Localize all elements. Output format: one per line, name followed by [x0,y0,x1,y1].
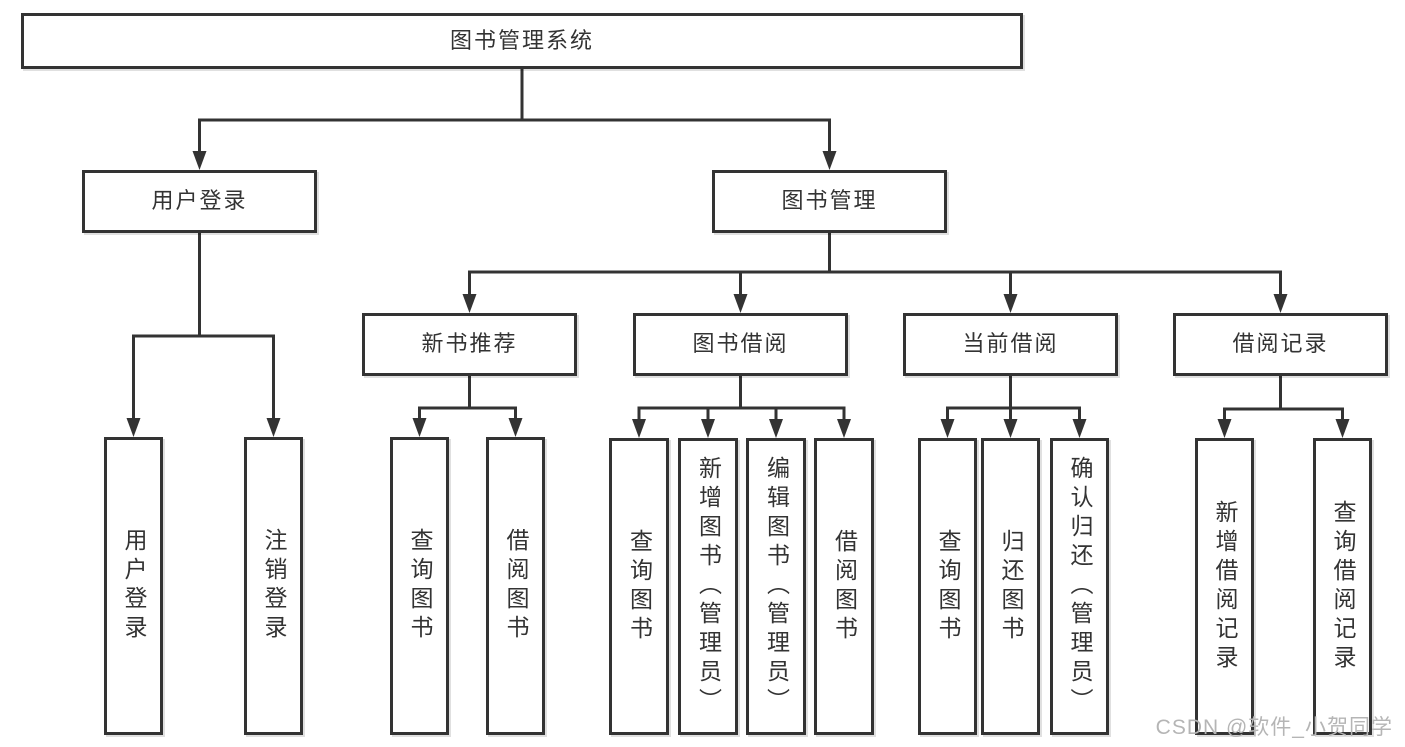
leaf-recommend-query-books-label: 查询图书 [407,528,433,644]
node-root: 图书管理系统 [21,13,1023,69]
node-current-borrow: 当前借阅 [903,313,1118,376]
leaf-borrow-borrow-books-label: 借阅图书 [831,528,858,645]
arrowheads [126,151,1350,438]
leaf-borrow-query-books-label: 查询图书 [626,528,653,645]
node-borrow-records-label: 借阅记录 [1232,331,1329,357]
csdn-watermark: CSDN @软件_小贺同学 [1155,716,1393,739]
leaf-borrow-borrow-books: 借阅图书 [814,438,874,735]
leaf-records-add-record-label: 新增借阅记录 [1212,499,1238,674]
node-book-borrow: 图书借阅 [633,313,848,376]
leaf-current-query-books-label: 查询图书 [935,528,961,645]
leaf-records-query-record: 查询借阅记录 [1313,438,1372,735]
leaf-current-confirm-return-admin-label: 确认归还（管理员） [1067,456,1093,717]
node-user-login: 用户登录 [82,170,317,233]
leaf-current-confirm-return-admin: 确认归还（管理员） [1050,438,1109,735]
node-root-label: 图书管理系统 [449,27,594,53]
leaf-recommend-query-books: 查询图书 [390,437,449,735]
connector-borrow-records [1223,373,1344,424]
connector-book-management [468,230,1282,299]
leaf-current-query-books: 查询图书 [918,438,977,735]
leaf-logout-label: 注销登录 [261,528,287,644]
leaf-current-return-books-label: 归还图书 [998,528,1024,645]
connector-root [198,66,831,155]
node-new-book-recommend-label: 新书推荐 [421,331,518,357]
connector-new-book-recommend [418,373,517,424]
leaf-user-login-label: 用户登录 [121,528,147,644]
leaf-recommend-borrow-books-label: 借阅图书 [503,528,529,644]
node-new-book-recommend: 新书推荐 [362,313,577,376]
leaf-current-return-books: 归还图书 [981,438,1040,735]
node-borrow-records: 借阅记录 [1173,313,1388,376]
leaf-user-login: 用户登录 [104,437,163,735]
node-user-login-label: 用户登录 [151,188,248,214]
node-book-management: 图书管理 [712,170,947,233]
leaf-records-add-record: 新增借阅记录 [1195,438,1254,735]
connector-book-borrow [637,373,846,424]
node-current-borrow-label: 当前借阅 [962,331,1059,357]
leaf-borrow-query-books: 查询图书 [609,438,669,735]
connector-user-login [132,230,275,423]
node-book-borrow-label: 图书借阅 [692,331,789,357]
leaf-records-query-record-label: 查询借阅记录 [1330,499,1356,674]
leaf-borrow-edit-books-admin: 编辑图书（管理员） [746,438,806,735]
leaf-borrow-add-books-admin-label: 新增图书（管理员） [695,456,722,717]
connector-current-borrow [946,373,1081,424]
leaf-borrow-edit-books-admin-label: 编辑图书（管理员） [763,456,790,717]
node-book-management-label: 图书管理 [781,188,878,214]
leaf-recommend-borrow-books: 借阅图书 [486,437,545,735]
leaf-borrow-add-books-admin: 新增图书（管理员） [678,438,738,735]
leaf-logout: 注销登录 [244,437,303,735]
